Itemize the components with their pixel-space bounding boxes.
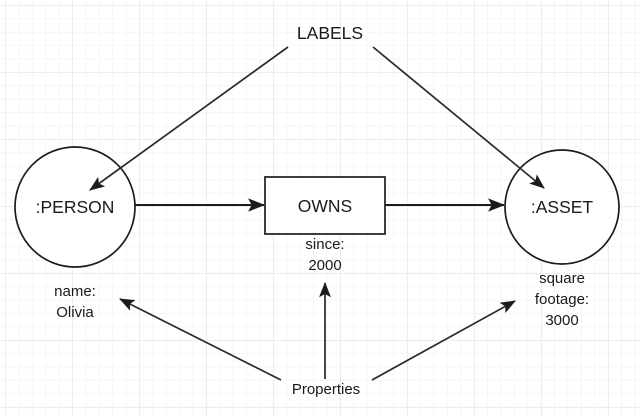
person-property-key: name: [54,283,96,300]
relationship-property-key: since: [305,236,345,253]
edge-labels-to-asset[interactable] [372,46,545,189]
edge-properties-to-asset-property[interactable] [371,300,516,381]
asset-property-key-line1: square [539,270,585,287]
person-property-value: Olivia [56,304,94,321]
relationship-property-value: 2000 [308,257,342,274]
owns-node-label: OWNS [297,196,353,216]
asset-property-key-line2: footage: [534,291,590,308]
owns-relationship-rect[interactable] [264,176,386,235]
labels-title: LABELS [296,23,364,43]
properties-title: Properties [291,381,361,398]
asset-property-value: 3000 [545,312,579,329]
edge-properties-to-person-property[interactable] [119,298,282,381]
person-node-label: :PERSON [35,197,115,217]
edge-labels-to-person[interactable] [89,46,289,191]
asset-node-label: :ASSET [530,197,594,217]
